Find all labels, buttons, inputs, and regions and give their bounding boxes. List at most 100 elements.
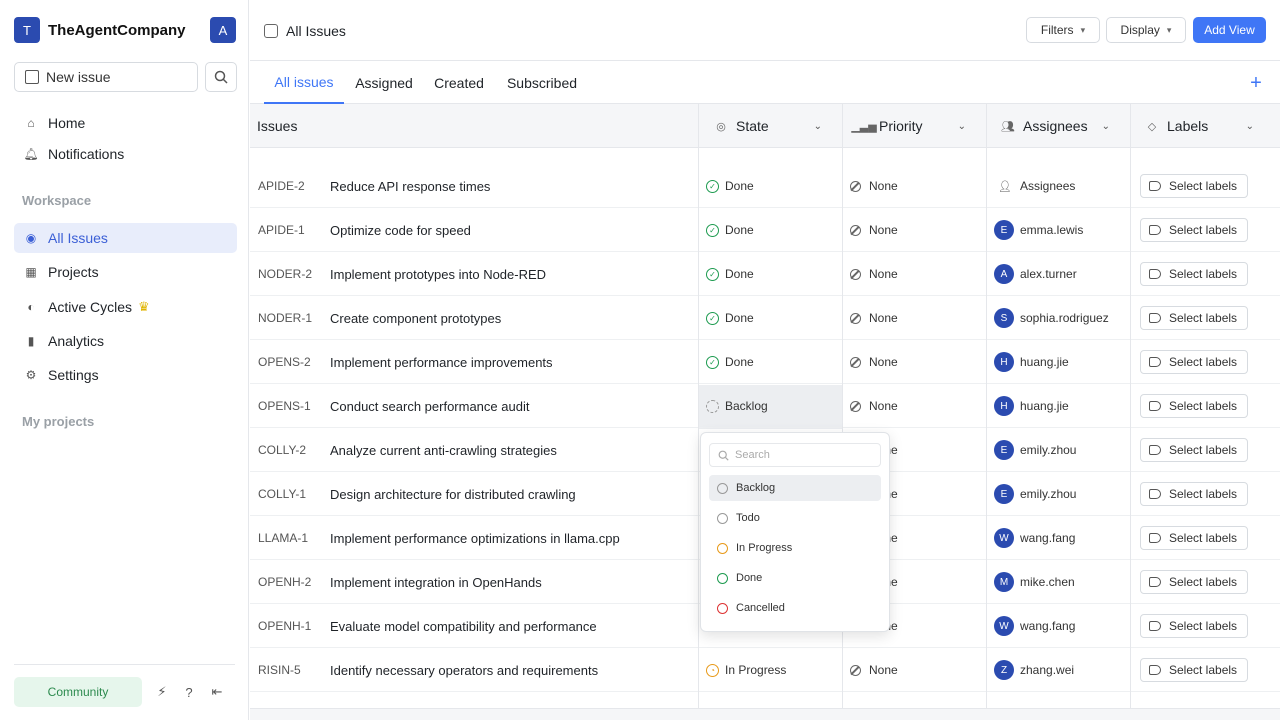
tab-subscribed[interactable]: Subscribed — [506, 74, 578, 91]
issue-title[interactable]: Create component prototypes — [330, 310, 502, 326]
issue-title[interactable]: Identify necessary operators and require… — [330, 662, 599, 678]
issue-title[interactable]: Implement performance optimizations in l… — [330, 530, 620, 546]
select-labels-button[interactable]: Select labels — [1140, 350, 1249, 374]
state-cell[interactable]: ✓Done — [706, 296, 754, 340]
state-cell[interactable]: ✓Done — [706, 208, 754, 252]
issue-title[interactable]: Reduce API response times — [330, 178, 491, 194]
state-cell[interactable]: ◔In Progress — [706, 648, 786, 692]
column-header-assignees[interactable]: 👥︎Assignees⌄ — [1001, 104, 1118, 148]
filters-button[interactable]: Filters▾ — [1026, 17, 1100, 43]
select-labels-button[interactable]: Select labels — [1140, 570, 1249, 594]
sidebar-item-home[interactable]: ⌂ Home — [14, 108, 237, 138]
tab-created[interactable]: Created — [434, 74, 484, 91]
priority-cell[interactable]: None — [850, 208, 898, 252]
select-labels-button[interactable]: Select labels — [1140, 438, 1249, 462]
column-header-priority[interactable]: ▁▃▅Priority⌄ — [851, 104, 974, 148]
select-labels-button[interactable]: Select labels — [1140, 174, 1249, 198]
priority-cell[interactable]: None — [850, 164, 898, 208]
priority-header-label: Priority — [879, 118, 923, 134]
issue-title[interactable]: Conduct search performance audit — [330, 398, 530, 414]
priority-cell[interactable]: None — [850, 296, 898, 340]
new-issue-button[interactable]: New issue — [14, 62, 198, 92]
select-labels-button[interactable]: Select labels — [1140, 658, 1249, 682]
issue-title[interactable]: Evaluate model compatibility and perform… — [330, 618, 597, 634]
add-view-button[interactable]: Add View — [1193, 17, 1266, 43]
community-button[interactable]: Community — [14, 677, 142, 707]
sidebar-item-analytics[interactable]: ▮ Analytics — [14, 326, 237, 356]
state-cell[interactable]: ✓Done — [706, 252, 754, 296]
sidebar-item-all-issues[interactable]: ◉ All Issues — [14, 223, 237, 253]
state-option-todo[interactable]: Todo — [709, 505, 881, 531]
lightning-icon[interactable]: ⚡︎ — [157, 684, 167, 699]
issue-title[interactable]: Design architecture for distributed craw… — [330, 486, 576, 502]
add-tab-icon[interactable]: + — [1250, 71, 1262, 94]
select-labels-button[interactable]: Select labels — [1140, 394, 1249, 418]
breadcrumb[interactable]: All Issues — [264, 20, 346, 42]
priority-cell[interactable]: None — [850, 252, 898, 296]
issue-title[interactable]: Analyze current anti-crawling strategies — [330, 442, 557, 458]
issue-title[interactable]: Implement integration in OpenHands — [330, 574, 542, 590]
state-option-in-progress[interactable]: In Progress — [709, 535, 881, 561]
priority-cell[interactable]: None — [850, 384, 898, 428]
tab-assigned[interactable]: Assigned — [355, 74, 413, 91]
column-header-labels[interactable]: ◇Labels⌄ — [1145, 104, 1262, 148]
labels-cell: Select labels — [1140, 472, 1249, 516]
state-option-cancelled[interactable]: Cancelled — [709, 595, 881, 621]
workspace-switcher[interactable]: T TheAgentCompany — [14, 15, 202, 45]
select-labels-button[interactable]: Select labels — [1140, 526, 1249, 550]
select-labels-button[interactable]: Select labels — [1140, 482, 1249, 506]
state-option-backlog[interactable]: Backlog — [709, 475, 881, 501]
issue-title[interactable]: Optimize code for speed — [330, 222, 471, 238]
priority-cell[interactable]: None — [850, 648, 898, 692]
issue-title[interactable]: Implement prototypes into Node-RED — [330, 266, 547, 282]
select-labels-button[interactable]: Select labels — [1140, 306, 1249, 330]
select-labels-button[interactable]: Select labels — [1140, 218, 1249, 242]
workspace-section-label[interactable]: Workspace — [22, 193, 92, 208]
horizontal-scrollbar[interactable] — [250, 708, 1280, 720]
sidebar-item-active-cycles[interactable]: ◐ Active Cycles ♛ — [14, 292, 237, 322]
collapse-sidebar-icon[interactable]: ⇤ — [211, 684, 223, 699]
search-button[interactable] — [205, 62, 237, 92]
issue-title[interactable]: Implement performance improvements — [330, 354, 553, 370]
sidebar-item-notifications[interactable]: 🔔︎ Notifications — [14, 139, 237, 169]
priority-cell[interactable]: None — [850, 340, 898, 384]
user-avatar[interactable]: A — [210, 17, 236, 43]
display-button[interactable]: Display▾ — [1106, 17, 1186, 43]
column-header-state[interactable]: ◎State⌄ — [714, 104, 830, 148]
sidebar-item-settings[interactable]: ⚙ Settings — [14, 360, 237, 390]
sidebar-item-projects[interactable]: ▦ Projects — [14, 257, 237, 287]
select-labels-button[interactable]: Select labels — [1140, 614, 1249, 638]
my-projects-label[interactable]: My projects — [22, 414, 95, 429]
state-cell[interactable]: ✓Done — [706, 340, 754, 384]
tab-all-issues[interactable]: All issues — [264, 61, 344, 104]
state-dropdown: Search Backlog Todo In Progress Done Can… — [700, 432, 890, 632]
state-cell[interactable]: ✓Done — [706, 164, 754, 208]
select-labels-button[interactable]: Select labels — [1140, 262, 1249, 286]
state-search-input[interactable]: Search — [709, 443, 881, 467]
assignee-cell[interactable]: 👤︎Assignees — [994, 164, 1075, 208]
state-option-done[interactable]: Done — [709, 565, 881, 591]
help-icon[interactable]: ? — [185, 684, 193, 700]
state-cell[interactable]: Backlog — [706, 384, 768, 428]
